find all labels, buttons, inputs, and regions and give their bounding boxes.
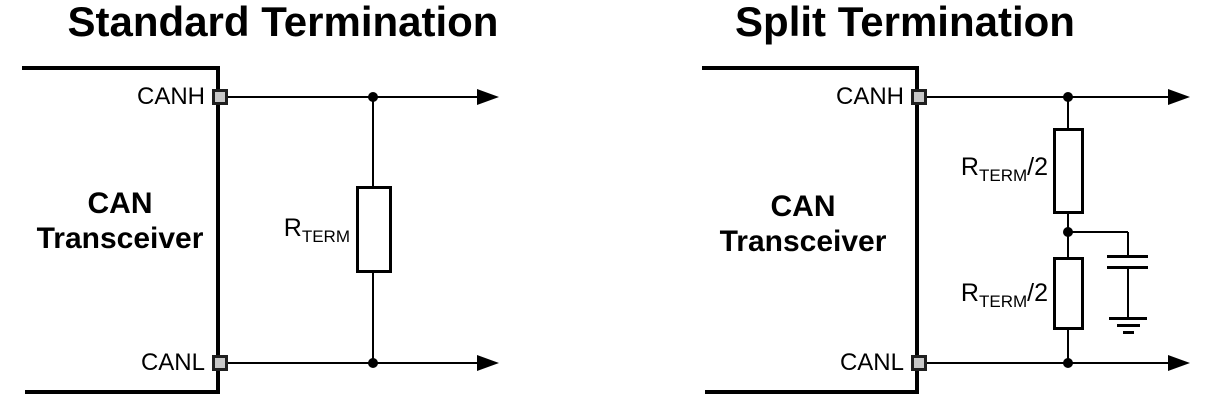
rterm-top-resistor — [1053, 128, 1084, 214]
canl-label: CANL — [140, 349, 205, 376]
transceiver-box-right-edge — [915, 66, 919, 394]
rterm-bottom-resistor — [1053, 257, 1084, 330]
canl-bus-arrow-icon — [1168, 355, 1190, 371]
rterm-bottom-label-base: R — [960, 279, 979, 307]
rterm-resistor — [356, 186, 392, 273]
rterm-top-label-base: R — [960, 153, 979, 181]
transceiver-box-top-edge — [702, 66, 919, 70]
canh-pin — [212, 89, 228, 105]
transceiver-label-line2: Transceiver — [719, 225, 887, 258]
canh-label: CANH — [136, 83, 205, 110]
transceiver-box-right-edge — [216, 66, 220, 394]
rterm-top-label: RTERM/2 — [890, 153, 1048, 184]
rterm-bottom-label: RTERM/2 — [890, 279, 1048, 310]
canh-wire — [228, 96, 478, 98]
ground-icon — [1109, 317, 1147, 320]
canh-bus-arrow-icon — [477, 89, 499, 105]
canh-wire — [927, 96, 1168, 98]
capacitor-icon — [1107, 255, 1148, 258]
canl-label: CANL — [839, 349, 904, 376]
capacitor-top-lead — [1127, 232, 1129, 256]
transceiver-box-top-edge — [22, 66, 220, 70]
rterm-bottom-label-suffix: /2 — [1027, 279, 1048, 307]
canl-wire — [927, 362, 1168, 364]
canl-pin — [212, 355, 228, 371]
ground-icon — [1117, 324, 1140, 327]
transceiver-box-bottom-edge — [25, 390, 220, 394]
canl-bus-arrow-icon — [477, 355, 499, 371]
transceiver-label-line2: Transceiver — [36, 222, 204, 255]
rterm-top-label-suffix: /2 — [1027, 153, 1048, 181]
canh-label: CANH — [835, 83, 904, 110]
standard-diagram-title: Standard Termination — [67, 0, 499, 45]
transceiver-label: CAN Transceiver — [20, 186, 220, 256]
transceiver-box-bottom-edge — [705, 390, 919, 394]
capacitor-branch-wire — [1068, 231, 1128, 233]
rterm-label: RTERM — [220, 214, 350, 245]
rterm-top-label-sub: TERM — [978, 166, 1028, 185]
transceiver-label-line1: CAN — [770, 190, 836, 223]
canh-bus-arrow-icon — [1168, 89, 1190, 105]
canh-pin — [911, 89, 927, 105]
split-diagram-title: Split Termination — [735, 0, 1075, 45]
rterm-label-base: R — [283, 214, 302, 242]
ground-icon — [1123, 331, 1134, 334]
rterm-bottom-label-sub: TERM — [978, 292, 1028, 311]
canl-wire — [228, 362, 478, 364]
transceiver-label: CAN Transceiver — [703, 189, 903, 259]
transceiver-label-line1: CAN — [87, 187, 153, 220]
capacitor-icon — [1107, 266, 1148, 269]
rterm-label-sub: TERM — [301, 227, 350, 246]
canl-junction-dot — [368, 358, 378, 368]
canl-pin — [911, 355, 927, 371]
canl-junction-dot — [1063, 358, 1073, 368]
capacitor-bottom-lead — [1127, 269, 1129, 318]
